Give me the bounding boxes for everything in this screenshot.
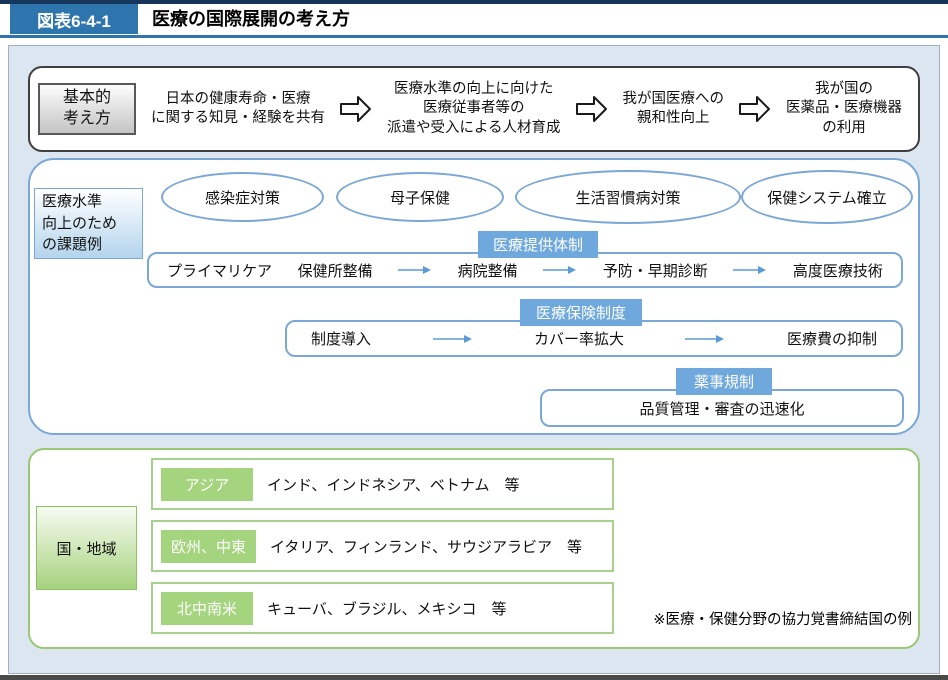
track-box-pharma-regulation: 品質管理・審査の迅速化 (540, 389, 904, 427)
region-row-americas: 北中南米 キューバ、ブラジル、メキシコ 等 (151, 582, 614, 634)
region-countries: イタリア、フィンランド、サウジアラビア 等 (270, 538, 583, 556)
flow-arrow-icon (575, 95, 608, 123)
region-row-asia: アジア インド、インドネシア、ベトナム 等 (151, 458, 614, 510)
arrow-right-icon (543, 265, 577, 275)
challenge-ellipse-infection: 感染症対策 (161, 172, 324, 222)
challenge-ellipse-maternal: 母子保健 (336, 172, 504, 222)
basic-concept-panel: 基本的 考え方 日本の健康寿命・医療 に関する知見・経験を共有 医療水準の向上に… (28, 66, 920, 152)
concept-step-4: 我が国の 医薬品・医療機器 の利用 (785, 81, 902, 136)
track-item: 制度導入 (311, 331, 372, 348)
track-item: 保健所整備 (297, 262, 373, 280)
track-item: 予防・早期診断 (602, 262, 708, 280)
track-label-pharma-regulation: 薬事規制 (676, 368, 772, 395)
track-label-provision: 医療提供体制 (478, 231, 598, 258)
concept-step-1: 日本の健康寿命・医療 に関する知見・経験を共有 (150, 90, 325, 126)
region-label: 北中南米 (161, 591, 253, 625)
region-countries: インド、インドネシア、ベトナム 等 (267, 476, 520, 494)
track-label-insurance: 医療保険制度 (520, 299, 642, 326)
figure-title: 医療の国際展開の考え方 (152, 9, 350, 29)
track-item: カバー率拡大 (533, 331, 624, 348)
concept-step-2: 医療水準の向上に向けた 医療従事者等の 派遣や受入による人材育成 (386, 81, 561, 136)
track-item: 高度医療技術 (792, 262, 883, 280)
track-item: 医療費の抑制 (786, 331, 877, 348)
standards-side-label: 医療水準 向上のため の課題例 (34, 188, 143, 259)
challenge-ellipse-lifestyle: 生活習慣病対策 (515, 170, 741, 224)
arrow-right-icon (733, 265, 767, 275)
header-underline (0, 35, 948, 38)
arrow-right-icon (685, 334, 725, 344)
basic-concept-label-box: 基本的 考え方 (38, 83, 136, 135)
standards-panel: 医療水準 向上のため の課題例 感染症対策 母子保健 生活習慣病対策 保健システ… (28, 158, 920, 435)
track-item: プライマリケア (167, 262, 273, 280)
top-navy-bar (0, 0, 948, 4)
region-countries: キューバ、ブラジル、メキシコ 等 (267, 600, 507, 618)
region-row-europe-middle-east: 欧州、中東 イタリア、フィンランド、サウジアラビア 等 (151, 520, 614, 572)
track-box-provision: プライマリケア 保健所整備 病院整備 予防・早期診断 高度医療技術 (147, 252, 903, 288)
region-label: 欧州、中東 (161, 529, 257, 563)
figure-label-badge: 図表6-4-1 (10, 4, 138, 34)
track-item: 病院整備 (457, 262, 518, 280)
regions-panel: 国・地域 アジア インド、インドネシア、ベトナム 等 欧州、中東 イタリア、フィ… (28, 448, 920, 649)
concept-step-3: 我が国医療への 親和性向上 (622, 90, 725, 126)
challenge-ellipse-health-system: 保健システム確立 (741, 170, 913, 224)
regions-note: ※医療・保健分野の協力覚書締結国の例 (653, 612, 912, 628)
flow-arrow-icon (738, 95, 771, 123)
regions-side-label: 国・地域 (36, 506, 137, 590)
region-label: アジア (161, 467, 253, 501)
bottom-gray-bar (0, 675, 948, 680)
arrow-right-icon (398, 265, 432, 275)
track-item: 品質管理・審査の迅速化 (639, 400, 805, 418)
arrow-right-icon (432, 334, 473, 344)
flow-arrow-icon (339, 95, 372, 123)
